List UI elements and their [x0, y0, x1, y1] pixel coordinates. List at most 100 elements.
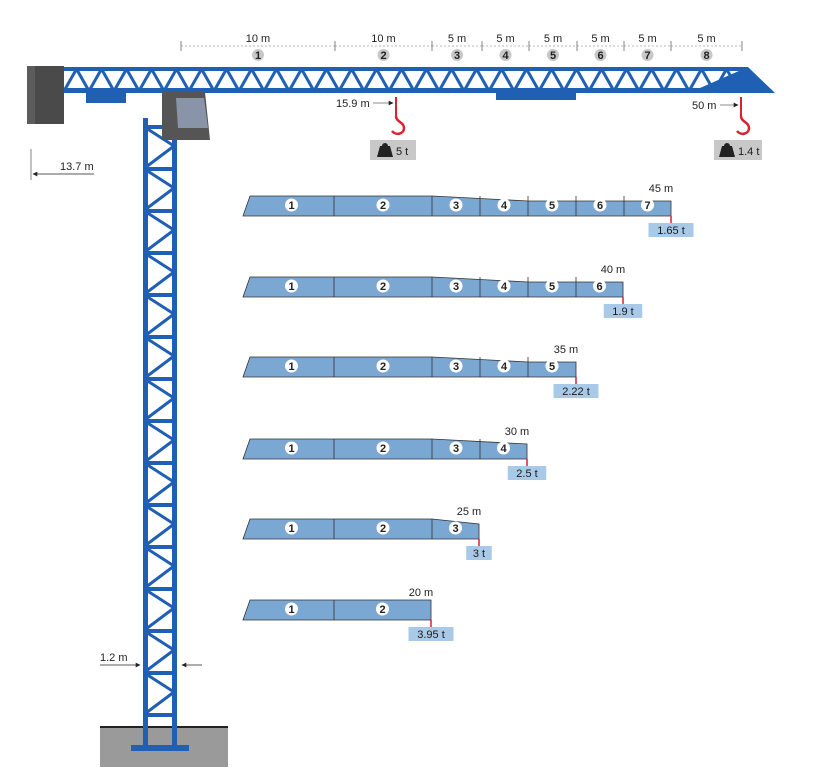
dimension-label: 5 m: [591, 33, 609, 45]
section-number-badge: [497, 198, 511, 212]
mast-brace: [145, 126, 175, 148]
jib-brace: [675, 68, 691, 92]
counterweight-shade: [27, 66, 35, 124]
mast-horizontal: [143, 545, 177, 549]
section-number-badge: [497, 279, 511, 293]
section-number: 1: [288, 604, 294, 616]
section-number-badge: [376, 521, 390, 535]
mast-brace: [145, 312, 175, 337]
config-length: 45 m: [649, 183, 673, 195]
section-number: 5: [549, 281, 555, 293]
mast-right-chord: [172, 118, 177, 745]
mast-brace: [145, 648, 175, 673]
section-number-badge: [285, 602, 298, 616]
section-number-badge: [285, 521, 298, 535]
jib-brace: [425, 68, 441, 92]
section-number: 5: [550, 50, 556, 62]
config-length: 30 m: [505, 426, 529, 438]
mast-brace: [145, 564, 175, 589]
jib-brace: [475, 68, 491, 92]
section-number-badge: [376, 359, 390, 373]
hook-near-icon: [391, 115, 406, 136]
jib-brace: [337, 68, 353, 92]
mast-brace: [145, 168, 175, 190]
section-number: 2: [379, 604, 385, 616]
section-number-badge: [499, 49, 512, 61]
section-number: 2: [380, 361, 386, 373]
section-number-badge: [449, 359, 463, 373]
mast-horizontal: [143, 167, 177, 171]
jib-brace: [225, 68, 241, 92]
section-number: 1: [288, 200, 294, 212]
mast-horizontal: [143, 377, 177, 381]
section-number-badge: [376, 441, 390, 455]
section-number-badge: [593, 279, 606, 293]
config-load-badge: [408, 627, 454, 641]
section-number-badge: [449, 279, 463, 293]
section-number-badge: [376, 279, 390, 293]
counter-jib-dimension: 13.7 m: [30, 149, 94, 180]
jib-brace: [162, 68, 178, 92]
config-length: 35 m: [554, 344, 578, 356]
hook-far-weight-icon: [719, 143, 735, 157]
mast-brace: [145, 396, 175, 421]
jib-brace: [512, 68, 528, 92]
jib-brace: [75, 68, 91, 92]
jib-brace: [612, 68, 628, 92]
section-number: 4: [501, 361, 508, 373]
section-number: 1: [255, 50, 261, 62]
counter-jib-length: 13.7 m: [60, 161, 94, 173]
jib-brace: [450, 68, 466, 92]
hook-far-load: 1.4 t: [738, 146, 759, 158]
mast-brace: [145, 294, 175, 316]
section-number: 3: [453, 361, 459, 373]
config-load-badge: [466, 546, 492, 560]
jib-brace: [275, 68, 291, 92]
hook-near-weight-icon: [377, 143, 393, 157]
jib-brace: [637, 68, 653, 92]
section-number: 5: [549, 200, 555, 212]
jib-brace: [150, 68, 166, 92]
jib-brace: [600, 68, 616, 92]
jib-brace: [212, 68, 228, 92]
hook-near: 15.9 m 5 t: [336, 97, 416, 160]
mast-brace: [145, 504, 175, 526]
section-number: 2: [380, 50, 386, 62]
mast-horizontal: [143, 209, 177, 213]
mast-foot-right: [159, 745, 189, 751]
mast-brace: [145, 480, 175, 505]
section-number: 3: [453, 281, 459, 293]
jib-brace: [237, 68, 253, 92]
dimension-label: 5 m: [496, 33, 514, 45]
jib-brace: [487, 68, 503, 92]
crane-jib: [62, 67, 775, 93]
jib-brace: [87, 68, 103, 92]
section-number-badge: [449, 198, 463, 212]
jib-config-body: [242, 599, 432, 621]
section-number: 4: [502, 50, 509, 62]
jib-brace: [537, 68, 553, 92]
section-number: 1: [288, 523, 294, 535]
jib-brace: [375, 68, 391, 92]
jib-brace: [387, 68, 403, 92]
mast-horizontal: [143, 503, 177, 507]
jib-brace: [575, 68, 591, 92]
hook-near-distance: 15.9 m: [336, 98, 370, 110]
counter-jib-ballast: [86, 93, 126, 103]
mast-foot-left: [131, 745, 161, 751]
section-number: 4: [501, 281, 508, 293]
mast-horizontal: [143, 251, 177, 255]
jib-brace: [650, 68, 666, 92]
mast-horizontal: [143, 587, 177, 591]
mast-brace: [145, 690, 175, 715]
mast-brace: [145, 144, 175, 169]
section-number-badge: [641, 198, 654, 212]
config-load: 1.9 t: [612, 306, 633, 318]
config-load-badge: [553, 384, 599, 398]
section-number: 3: [452, 523, 458, 535]
mast-horizontal: [143, 293, 177, 297]
